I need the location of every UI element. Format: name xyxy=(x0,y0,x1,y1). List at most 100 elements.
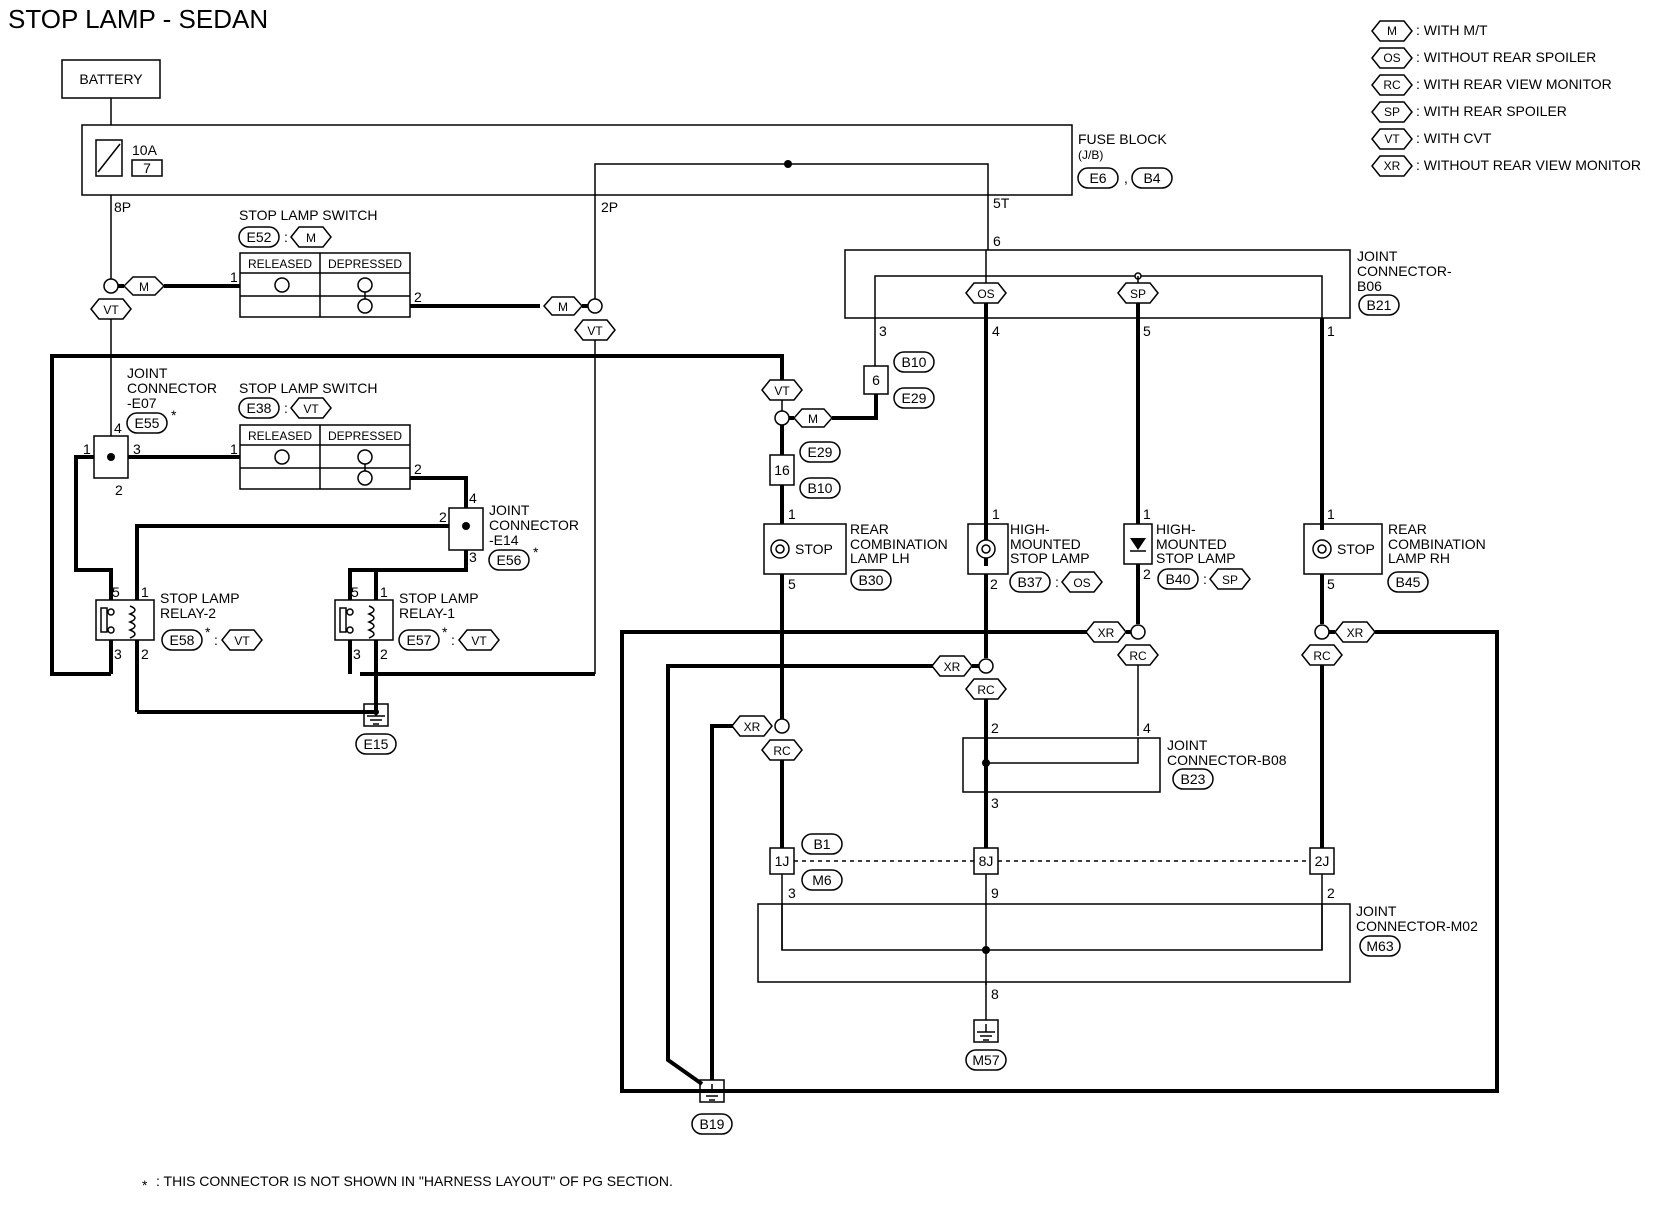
stop-lamp-switch-e38: STOP LAMP SWITCH E38 : VT RELEASED DEPRE… xyxy=(230,380,422,490)
splice-os xyxy=(978,658,994,674)
ground-e15: E15 xyxy=(355,703,397,755)
svg-text:RC: RC xyxy=(1129,649,1147,663)
svg-text:B45: B45 xyxy=(1396,574,1421,590)
svg-text:RC: RC xyxy=(977,683,995,697)
svg-text:XR: XR xyxy=(944,660,961,674)
svg-text:1: 1 xyxy=(1327,506,1335,522)
svg-text:5: 5 xyxy=(1327,576,1335,592)
svg-text:: WITHOUT REAR VIEW MONITOR: : WITHOUT REAR VIEW MONITOR xyxy=(1416,157,1641,173)
svg-text:2: 2 xyxy=(115,482,123,498)
svg-text:E38: E38 xyxy=(247,400,272,416)
svg-text:1: 1 xyxy=(380,584,388,600)
svg-text:E57: E57 xyxy=(407,632,432,648)
svg-text:MOUNTED: MOUNTED xyxy=(1156,536,1227,552)
svg-text:STOP LAMP: STOP LAMP xyxy=(1010,550,1090,566)
splice-vt-m xyxy=(774,410,790,426)
svg-text:SP: SP xyxy=(1222,573,1238,587)
svg-text:6: 6 xyxy=(872,372,880,388)
legend-item-xr: XR : WITHOUT REAR VIEW MONITOR xyxy=(1371,155,1641,177)
svg-text:8: 8 xyxy=(991,986,999,1002)
joint-connector-e07: JOINT CONNECTOR -E07 E55 * 1 2 3 4 xyxy=(83,365,217,498)
code-sp-1 xyxy=(1117,282,1159,304)
svg-text:VT: VT xyxy=(587,324,603,338)
svg-text:XR: XR xyxy=(1384,159,1401,173)
svg-text:HIGH-: HIGH- xyxy=(1156,521,1196,537)
svg-text:2: 2 xyxy=(380,646,388,662)
svg-text:2: 2 xyxy=(439,509,447,525)
battery: BATTERY xyxy=(61,59,161,99)
code-m-2 xyxy=(290,226,332,248)
joint-connector-b08: 2 4 3 JOINT CONNECTOR-B08 B23 xyxy=(962,720,1287,811)
svg-text:COMBINATION: COMBINATION xyxy=(1388,536,1486,552)
legend-item-rc: RC: WITH REAR VIEW MONITOR xyxy=(1371,74,1612,96)
fuse-block: 10A 7 FUSE BLOCK (J/B) E6 , B4 8P 2P 5T xyxy=(81,124,1173,215)
svg-text:OS: OS xyxy=(1383,51,1400,65)
diagram-title: STOP LAMP - SEDAN xyxy=(8,4,268,34)
svg-text::: : xyxy=(1055,574,1059,590)
svg-text:VT: VT xyxy=(303,402,319,416)
svg-text:E6: E6 xyxy=(1089,170,1106,186)
svg-text::: : xyxy=(284,400,288,416)
code-vt-1 xyxy=(90,298,132,320)
svg-text:OS: OS xyxy=(977,287,994,301)
legend: M: WITH M/T OS: WITHOUT REAR SPOILER RC:… xyxy=(1371,20,1641,177)
legend-item-m: M: WITH M/T xyxy=(1371,20,1488,42)
svg-text:MOUNTED: MOUNTED xyxy=(1010,536,1081,552)
svg-text:STOP LAMP SWITCH: STOP LAMP SWITCH xyxy=(239,380,377,396)
svg-text:1J: 1J xyxy=(775,853,790,869)
svg-text:E58: E58 xyxy=(170,632,195,648)
svg-text:JOINT: JOINT xyxy=(1357,248,1398,264)
svg-text::: : xyxy=(284,229,288,245)
svg-text:JOINT: JOINT xyxy=(127,365,168,381)
svg-text:2: 2 xyxy=(1327,885,1335,901)
svg-text::: : xyxy=(451,632,455,648)
svg-text:2: 2 xyxy=(141,646,149,662)
joint-connector-m02: 3 9 2 8 JOINT CONNECTOR-M02 M63 xyxy=(757,885,1478,1002)
svg-text:STOP LAMP: STOP LAMP xyxy=(160,590,240,606)
svg-text:STOP: STOP xyxy=(795,541,833,557)
svg-text:3: 3 xyxy=(353,646,361,662)
joint-connector-e14: 4 2 3 JOINT CONNECTOR -E14 E56 * xyxy=(439,490,579,571)
svg-text:*: * xyxy=(442,624,448,640)
svg-text:4: 4 xyxy=(1143,720,1151,736)
svg-text:1: 1 xyxy=(788,506,796,522)
svg-text:VT: VT xyxy=(103,303,119,317)
svg-text:6: 6 xyxy=(993,233,1001,249)
stop-lamp-switch-e52: STOP LAMP SWITCH E52 : M RELEASED DEPRES… xyxy=(230,207,422,318)
code-rc-4 xyxy=(761,739,803,761)
svg-text:RELEASED: RELEASED xyxy=(248,257,312,271)
footnote: * : THIS CONNECTOR IS NOT SHOWN IN "HARN… xyxy=(142,1173,673,1193)
svg-text:RELAY-2: RELAY-2 xyxy=(160,605,216,621)
svg-text:3: 3 xyxy=(879,323,887,339)
svg-text:B23: B23 xyxy=(1181,771,1206,787)
svg-text:1: 1 xyxy=(141,584,149,600)
splice-fuse xyxy=(784,160,792,168)
svg-text:7: 7 xyxy=(143,160,151,176)
svg-text:16: 16 xyxy=(774,462,790,478)
splice-lh xyxy=(774,718,790,734)
svg-text:B1: B1 xyxy=(813,836,830,852)
svg-text:1: 1 xyxy=(1143,506,1151,522)
svg-text::: : xyxy=(1203,571,1207,587)
svg-text:5: 5 xyxy=(788,576,796,592)
svg-text:JOINT: JOINT xyxy=(1167,737,1208,753)
svg-text:BATTERY: BATTERY xyxy=(79,71,143,87)
svg-text:5: 5 xyxy=(1143,323,1151,339)
svg-text:9: 9 xyxy=(991,885,999,901)
svg-text:5: 5 xyxy=(112,584,120,600)
svg-text:: WITH CVT: : WITH CVT xyxy=(1416,130,1492,146)
connector-e6 xyxy=(1077,167,1119,189)
svg-text::: : xyxy=(214,632,218,648)
svg-text:B06: B06 xyxy=(1357,278,1382,294)
svg-text:SP: SP xyxy=(1130,287,1146,301)
svg-text:: WITH REAR SPOILER: : WITH REAR SPOILER xyxy=(1416,103,1567,119)
svg-text:5: 5 xyxy=(351,584,359,600)
svg-text:4: 4 xyxy=(469,490,477,506)
code-os-2 xyxy=(1061,571,1103,593)
harness-connector-b1-m6: 1J 8J 2J B1 M6 xyxy=(769,833,1335,891)
svg-text:CONNECTOR: CONNECTOR xyxy=(127,380,217,396)
svg-text:LAMP RH: LAMP RH xyxy=(1388,550,1450,566)
svg-text:STOP LAMP: STOP LAMP xyxy=(399,590,479,606)
svg-text:1: 1 xyxy=(992,506,1000,522)
rear-combination-lamp-rh: STOP 1 5 REAR COMBINATION LAMP RH B45 xyxy=(1303,506,1486,593)
